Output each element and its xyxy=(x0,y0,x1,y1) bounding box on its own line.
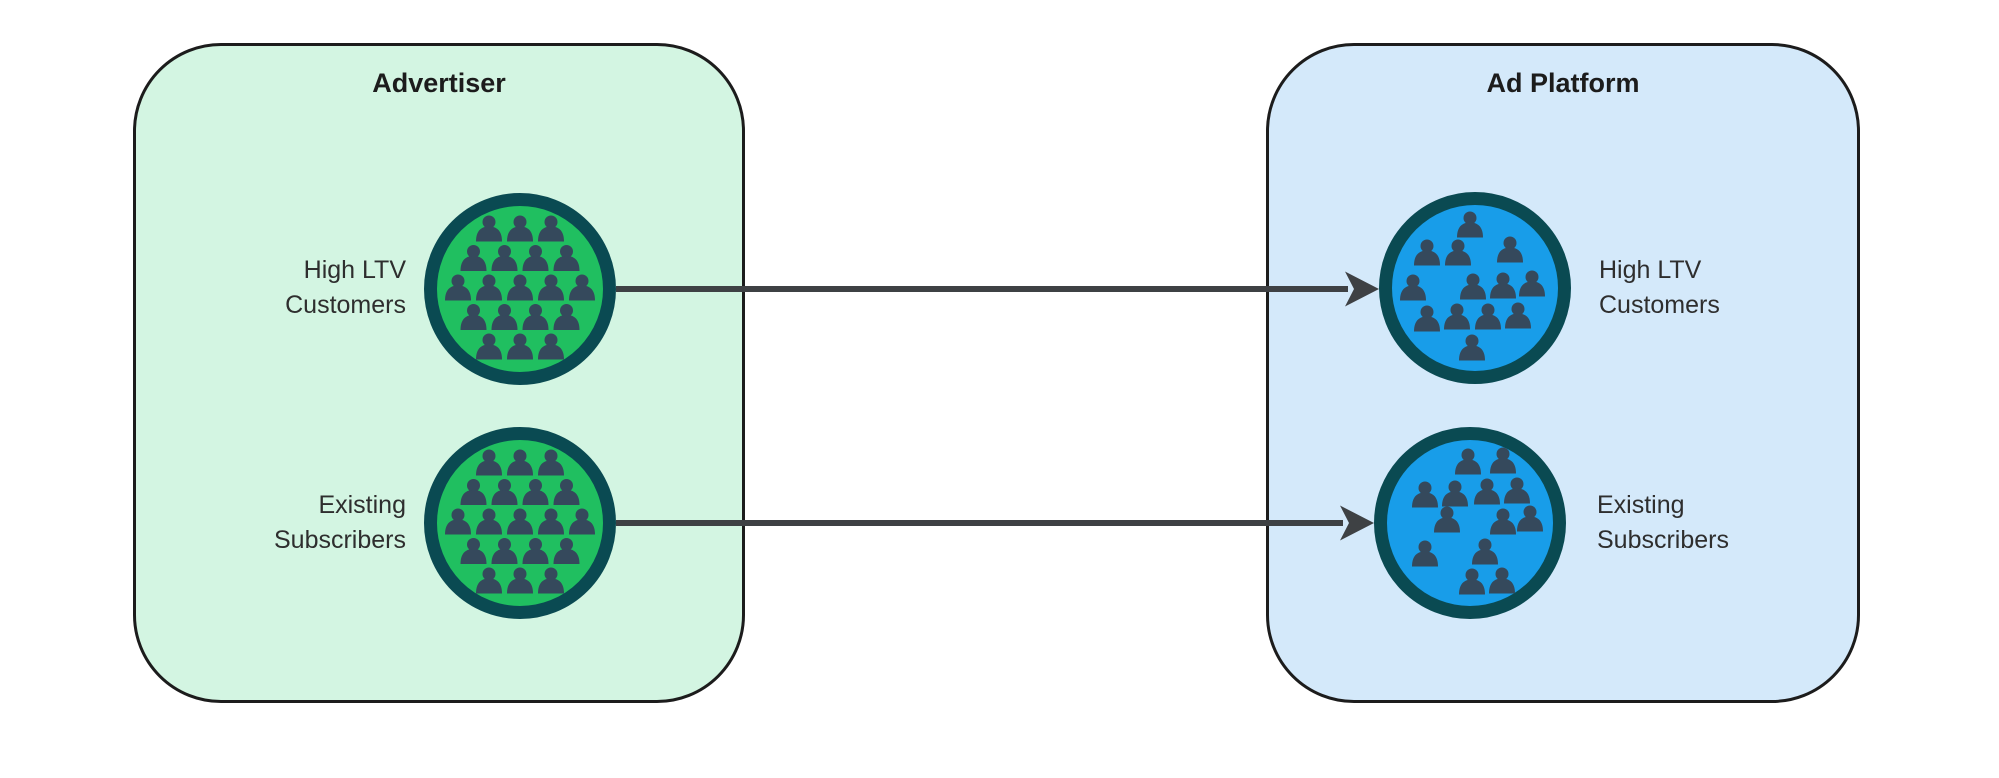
subscribers-mapping-arrow xyxy=(616,505,1374,541)
crowd-icon xyxy=(445,215,595,360)
advertiser-panel-title: Advertiser xyxy=(372,68,506,98)
label-line: Subscribers xyxy=(274,526,406,554)
label-line: Subscribers xyxy=(1597,526,1729,554)
advertiser-existing-subscribers-label: Existing Subscribers xyxy=(146,488,406,558)
advertiser-panel: Advertiser xyxy=(133,43,745,703)
label-line: Customers xyxy=(1599,291,1720,319)
ad-platform-panel: Ad Platform xyxy=(1266,43,1860,703)
advertiser-high-ltv-audience-circle xyxy=(424,193,616,385)
ad-platform-high-ltv-audience-circle xyxy=(1379,192,1571,384)
crowd-icon xyxy=(1412,447,1543,595)
ad-platform-existing-subscribers-audience-circle xyxy=(1374,427,1566,619)
ad-platform-existing-subscribers-label: Existing Subscribers xyxy=(1597,488,1857,558)
advertiser-existing-subscribers-audience-circle xyxy=(424,427,616,619)
crowd-icon xyxy=(1400,211,1545,361)
ad-platform-high-ltv-label: High LTV Customers xyxy=(1599,253,1859,323)
label-line: High LTV xyxy=(1599,256,1702,284)
label-line: Existing xyxy=(318,491,406,519)
label-line: Customers xyxy=(285,291,406,319)
advertiser-high-ltv-label: High LTV Customers xyxy=(146,253,406,323)
label-line: Existing xyxy=(1597,491,1685,519)
crowd-icon xyxy=(445,449,595,594)
high-ltv-mapping-arrow xyxy=(616,271,1379,307)
ad-platform-panel-title: Ad Platform xyxy=(1486,68,1640,98)
label-line: High LTV xyxy=(303,256,406,284)
